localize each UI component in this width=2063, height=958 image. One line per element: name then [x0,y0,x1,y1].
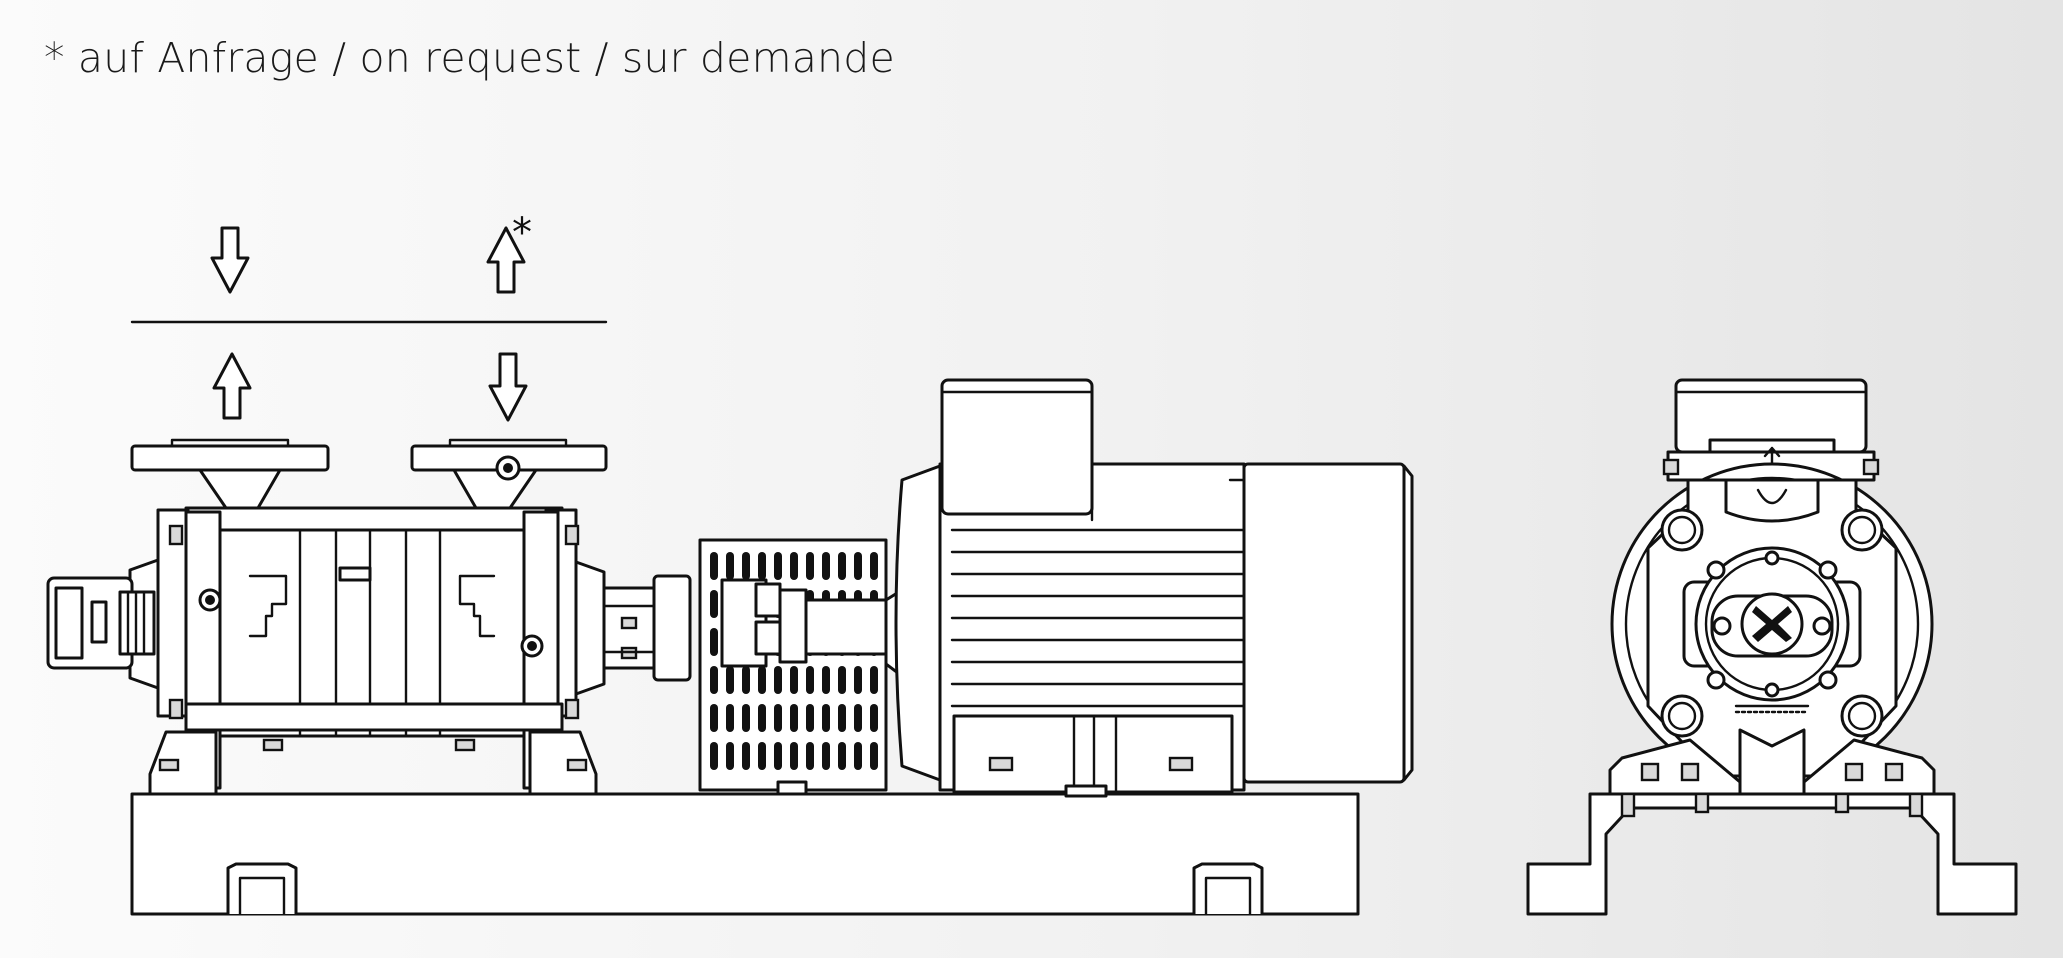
arrow-down-icon [210,226,250,294]
coupling-guard [698,538,888,796]
arrow-down-icon [488,352,528,422]
asterisk-mark: * [512,210,532,256]
footnote-on-request: * auf Anfrage / on request / sur demande [44,34,895,82]
base-frame-side [130,792,1360,916]
fan-cowl [1242,462,1406,784]
flow-arrows: * [130,210,608,422]
suction-flange [130,444,330,472]
terminal-box [940,378,1094,516]
pump-front-view [1526,378,2018,916]
arrow-up-icon [212,352,252,420]
electric-motor [884,378,1414,798]
pump-side-view [46,438,692,796]
arrow-up-icon [486,226,526,294]
